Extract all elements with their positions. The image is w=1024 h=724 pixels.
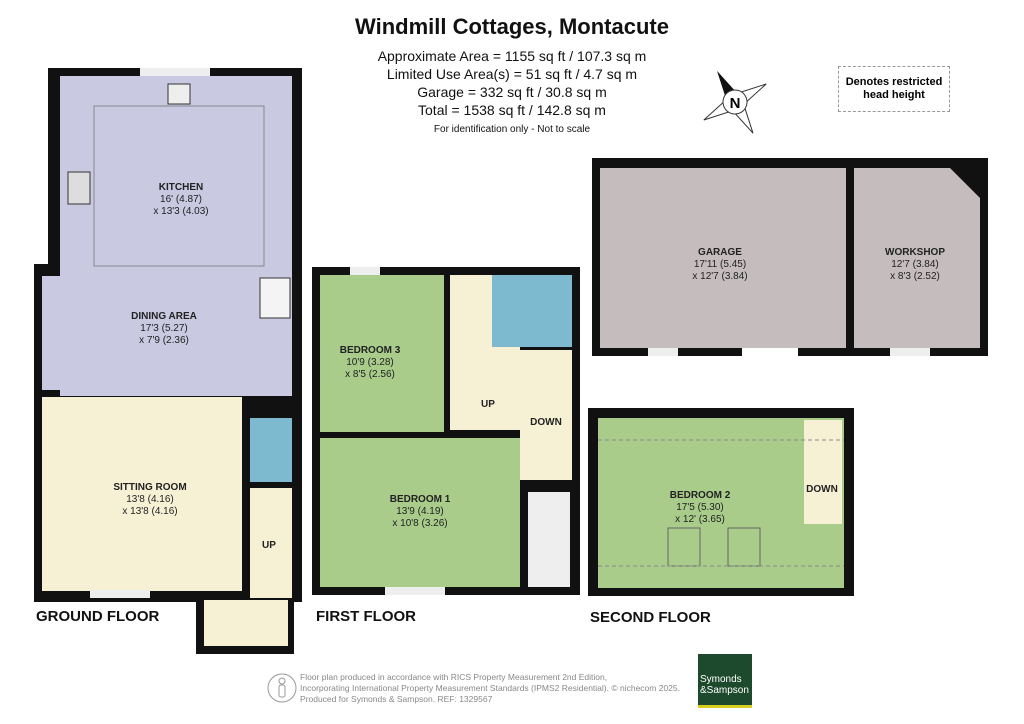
footer-line: Incorporating International Property Mea… [300, 683, 680, 693]
garage [600, 168, 846, 348]
sitting-label: SITTING ROOM [113, 482, 186, 493]
bedroom-2 [598, 418, 844, 588]
second-floor-label: SECOND FLOOR [590, 609, 711, 626]
bedroom-1 [320, 438, 520, 587]
second-floor: BEDROOM 2 17'5 (5.30) x 12' (3.65) DOWN … [588, 408, 854, 626]
bedroom-1-dim: 13'9 (4.19) [396, 506, 444, 517]
bedroom-3-dim: x 8'5 (2.56) [345, 369, 395, 380]
garage-building: GARAGE 17'11 (5.45) x 12'7 (3.84) WORKSH… [592, 158, 988, 356]
stairs-up-label: UP [262, 540, 276, 551]
area-line: Approximate Area = 1155 sq ft / 107.3 sq… [377, 48, 647, 64]
plan-title: Windmill Cottages, Montacute [355, 14, 669, 39]
ground-floor: KITCHEN 16' (4.87) x 13'3 (4.03) DINING … [34, 68, 302, 654]
sitting-dim: 13'8 (4.16) [126, 494, 174, 505]
ground-floor-label: GROUND FLOOR [36, 608, 159, 625]
garage-dim: x 12'7 (3.84) [692, 271, 747, 282]
bedroom-2-label: BEDROOM 2 [670, 490, 731, 501]
logo-text: &Sampson [700, 685, 749, 696]
stairs-down-label: DOWN [806, 484, 838, 495]
first-floor: BEDROOM 3 10'9 (3.28) x 8'5 (2.56) BEDRO… [312, 267, 580, 625]
stairs-up-label: UP [481, 399, 495, 410]
disclaimer: For identification only - Not to scale [433, 124, 591, 135]
workshop-label: WORKSHOP [885, 247, 945, 258]
stairs-down-label: DOWN [530, 417, 562, 428]
garage-label: GARAGE [698, 247, 742, 258]
workshop-dim: x 8'3 (2.52) [890, 271, 940, 282]
person-icon [267, 673, 297, 703]
kitchen-dim: x 13'3 (4.03) [153, 206, 208, 217]
bedroom-1-dim: x 10'8 (3.26) [392, 518, 447, 529]
workshop [854, 168, 980, 348]
bedroom-3-dim: 10'9 (3.28) [346, 357, 394, 368]
kitchen-dim: 16' (4.87) [160, 194, 202, 205]
area-line: Total = 1538 sq ft / 142.8 sq m [418, 102, 606, 118]
wc [250, 418, 292, 482]
compass-icon [703, 70, 767, 134]
footer-line: Produced for Symonds & Sampson. REF: 132… [300, 694, 493, 704]
area-summary: Approximate Area = 1155 sq ft / 107.3 sq… [0, 47, 1024, 139]
area-line: Limited Use Area(s) = 51 sq ft / 4.7 sq … [386, 66, 638, 82]
kitchen-label: KITCHEN [159, 182, 203, 193]
garage-dim: 17'11 (5.45) [694, 259, 746, 270]
bedroom-3-label: BEDROOM 3 [340, 345, 401, 356]
hall-stairs [250, 488, 292, 598]
bedroom-2-dim: 17'5 (5.30) [676, 502, 724, 513]
bedroom-1-label: BEDROOM 1 [390, 494, 451, 505]
dining-dim: 17'3 (5.27) [140, 323, 188, 334]
dining-dim: x 7'9 (2.36) [139, 335, 189, 346]
sitting-dim: x 13'8 (4.16) [122, 506, 177, 517]
compass-north: N [730, 95, 741, 112]
bedroom-2-dim: x 12' (3.65) [675, 514, 725, 525]
logo-text: Symonds [700, 674, 742, 685]
restricted-height-legend: Denotes restricted head height [838, 66, 950, 112]
bathroom [492, 275, 572, 347]
first-floor-label: FIRST FLOOR [316, 608, 416, 625]
symonds-sampson-logo: Symonds &Sampson [698, 654, 752, 708]
workshop-dim: 12'7 (3.84) [891, 259, 939, 270]
sitting-room [42, 397, 242, 591]
bedroom-3 [320, 275, 444, 432]
footer-note: Floor plan produced in accordance with R… [300, 672, 680, 705]
dining-label: DINING AREA [131, 311, 197, 322]
footer-line: Floor plan produced in accordance with R… [300, 672, 608, 682]
area-line: Garage = 332 sq ft / 30.8 sq m [417, 84, 607, 100]
